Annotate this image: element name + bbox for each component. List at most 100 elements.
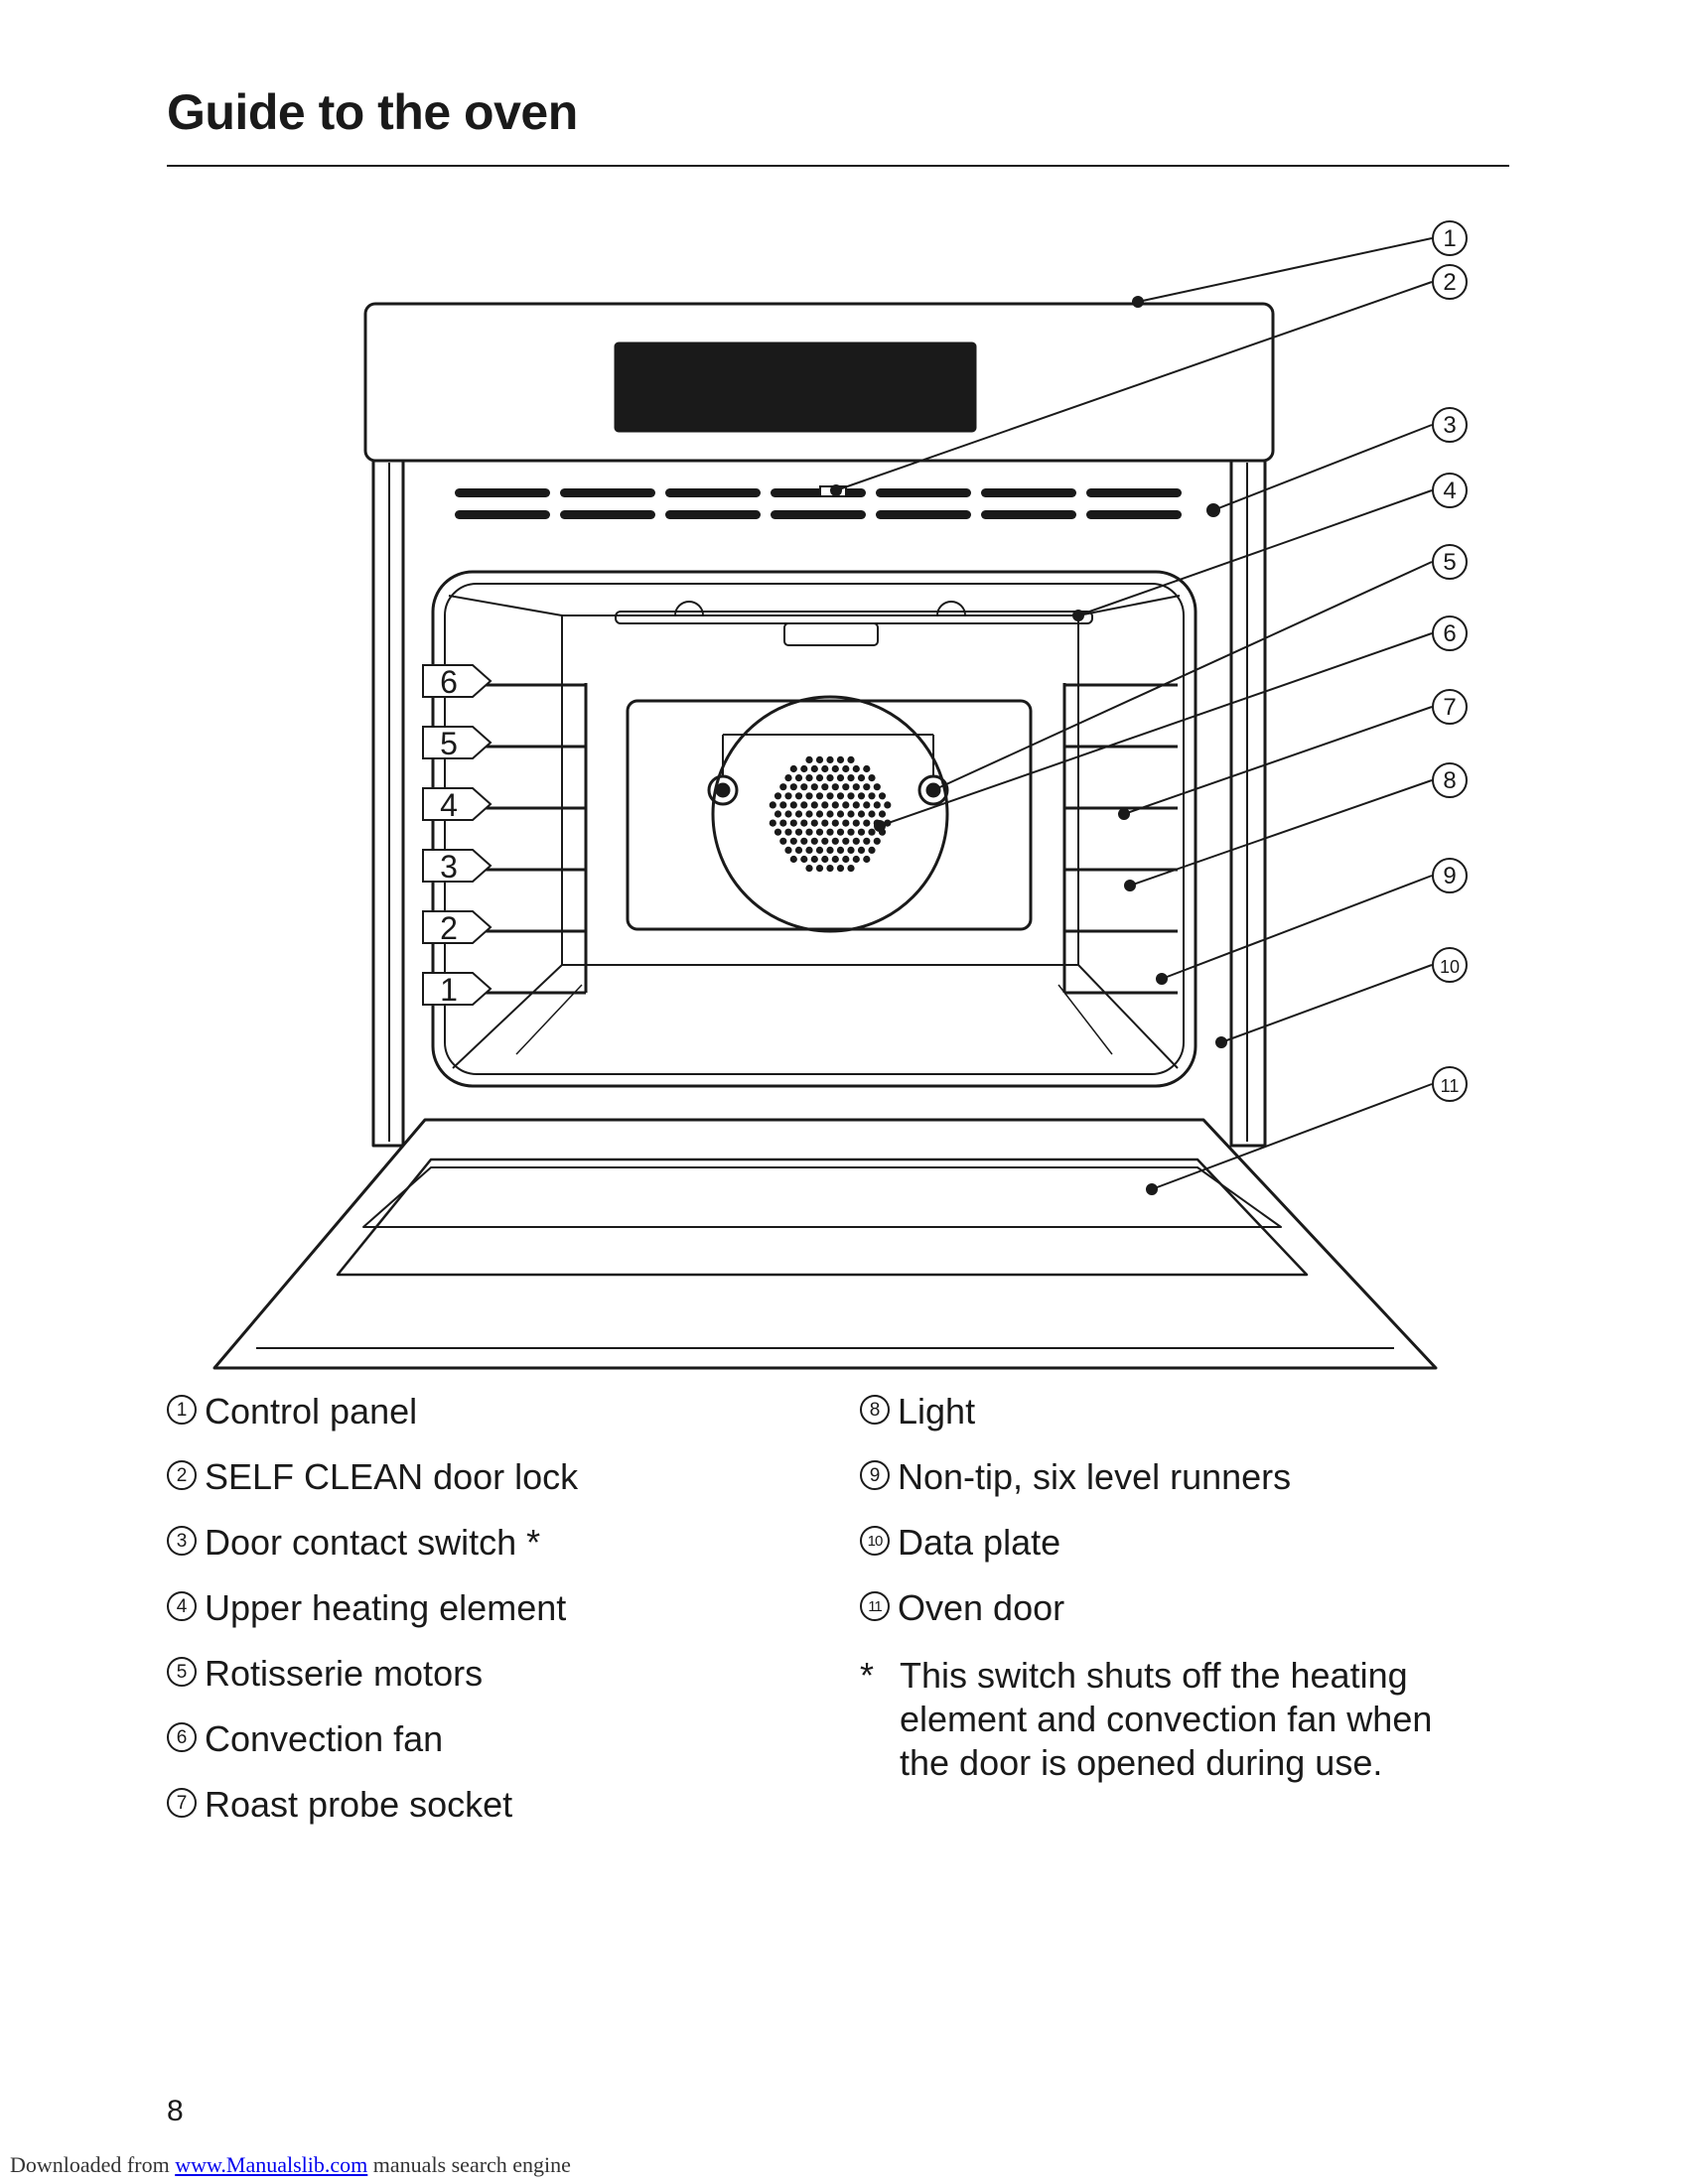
callout-circle [1432,858,1468,893]
fan-hole [852,819,860,827]
fan-hole [842,783,850,791]
legend-number: 9 [860,1460,890,1490]
legend-label: Non-tip, six level runners [898,1456,1292,1497]
callout-dot [1207,504,1219,516]
fan-hole [826,774,834,782]
upper-heating-element [615,611,1093,624]
fan-hole [805,810,813,818]
fan-hole [868,792,876,800]
fan-hole [836,865,845,873]
fan-hole [815,810,824,818]
vent-slot [1086,510,1182,519]
fan-hole [863,764,871,773]
callout-number: 4 [1443,478,1456,504]
fan-hole [794,792,803,800]
fan-hole [810,783,818,791]
fan-hole [800,801,808,809]
fan-hole [836,792,845,800]
fan-hole [836,828,845,836]
callout-circle [1432,615,1468,651]
vent-slot [981,510,1076,519]
callout-leader [932,561,1433,791]
fan-hole [873,837,881,845]
footer-prefix: Downloaded from [10,2152,170,2177]
callout-leader [1212,424,1433,511]
fan-hole [774,828,782,836]
fan-hole [805,792,813,800]
legend-label: Upper heating element [205,1587,567,1628]
fan-hole [789,837,797,845]
footnote-mark: * [860,1655,875,1696]
fan-hole [794,846,803,855]
fan-hole [805,755,813,764]
fan-hole [769,819,776,827]
fan-hole [821,764,829,773]
legend-label: SELF CLEAN door lock [205,1456,579,1497]
fan-hole [847,810,855,818]
fan-hole [769,801,776,809]
fan-hole [774,810,782,818]
fan-hole [857,810,866,818]
fan-hole [831,783,839,791]
fan-hole [810,764,818,773]
vent-slot [560,488,655,497]
fan-hole [868,774,876,782]
fan-hole [794,810,803,818]
fan-hole [868,810,876,818]
legend-number: 6 [167,1722,197,1752]
fan-hole [847,828,855,836]
fan-hole [784,774,792,782]
legend-number: 2 [167,1460,197,1490]
fan-hole [815,755,824,764]
callout-dot [1118,808,1130,820]
fan-hole [810,837,818,845]
callout-circle [1432,947,1468,983]
callout-number: 11 [1441,1076,1460,1096]
callout-number: 6 [1443,620,1456,647]
legend-number: 8 [860,1395,890,1425]
page-number: 8 [167,2095,184,2127]
fan-hole [873,801,881,809]
vent-slot [981,488,1076,497]
fan-hole [826,865,834,873]
light-bracket [783,622,879,646]
fan-hole [842,855,850,864]
shelf-level-number: 5 [440,726,458,761]
callout-circle [1432,220,1468,256]
callout-leader [1137,237,1433,303]
fan-hole [842,801,850,809]
vent-slot [876,488,971,497]
legend-number: 5 [167,1657,197,1687]
callout-number: 5 [1443,549,1456,576]
fan-hole [836,755,845,764]
fan-hole [847,774,855,782]
callout-number: 3 [1443,412,1456,439]
fan-hole [831,764,839,773]
callout-leader [1161,875,1433,980]
fan-hole [815,792,824,800]
fan-hole [847,846,855,855]
callout-dot [927,784,939,796]
fan-hole [789,783,797,791]
legend-label: Control panel [205,1391,418,1432]
shelf-level-tag [422,910,492,944]
callout-leader [1077,489,1433,616]
legend-number: 1 [167,1395,197,1425]
fan-hole [784,828,792,836]
callout-leader [1123,706,1433,815]
fan-hole [800,837,808,845]
shelf-level-tag [422,972,492,1006]
oven-door [212,1118,1438,1370]
fan-hole [831,819,839,827]
legend-item: 2 SELF CLEAN door lock [167,1455,812,1521]
download-footer: Downloaded from www.Manualslib.com manua… [10,2152,571,2178]
callout-number: 9 [1443,863,1456,889]
fan-hole [826,846,834,855]
fan-hole [857,774,866,782]
manualslib-link[interactable]: www.Manualslib.com [175,2152,368,2177]
fan-hole [800,783,808,791]
